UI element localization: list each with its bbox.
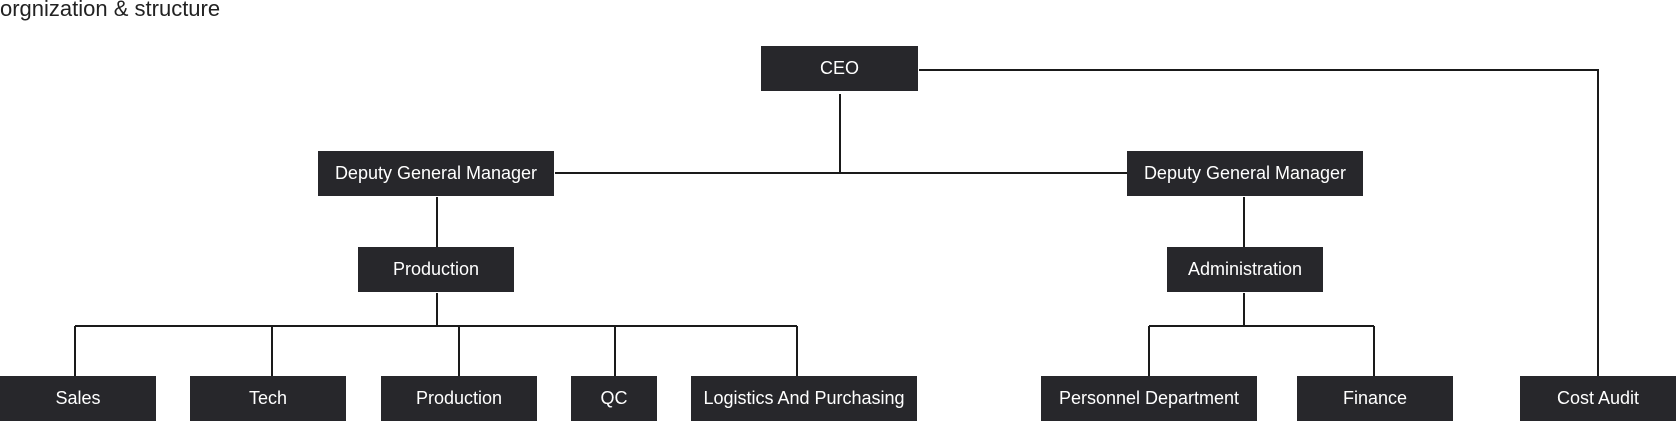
node-deputy-general-manager-right: Deputy General Manager [1127,151,1363,196]
node-production: Production [358,247,514,292]
node-logistics-and-purchasing: Logistics And Purchasing [691,376,917,421]
node-personnel-department: Personnel Department [1041,376,1257,421]
node-deputy-general-manager-left: Deputy General Manager [318,151,554,196]
connector-ceo-cost-audit [919,69,1599,376]
node-tech: Tech [190,376,346,421]
node-production-department: Production [381,376,537,421]
node-sales: Sales [0,376,156,421]
node-qc: QC [571,376,657,421]
node-cost-audit: Cost Audit [1520,376,1676,421]
node-administration: Administration [1167,247,1323,292]
node-ceo: CEO [761,46,918,91]
chart-title: orgnization & structure [0,0,221,21]
node-finance: Finance [1297,376,1453,421]
